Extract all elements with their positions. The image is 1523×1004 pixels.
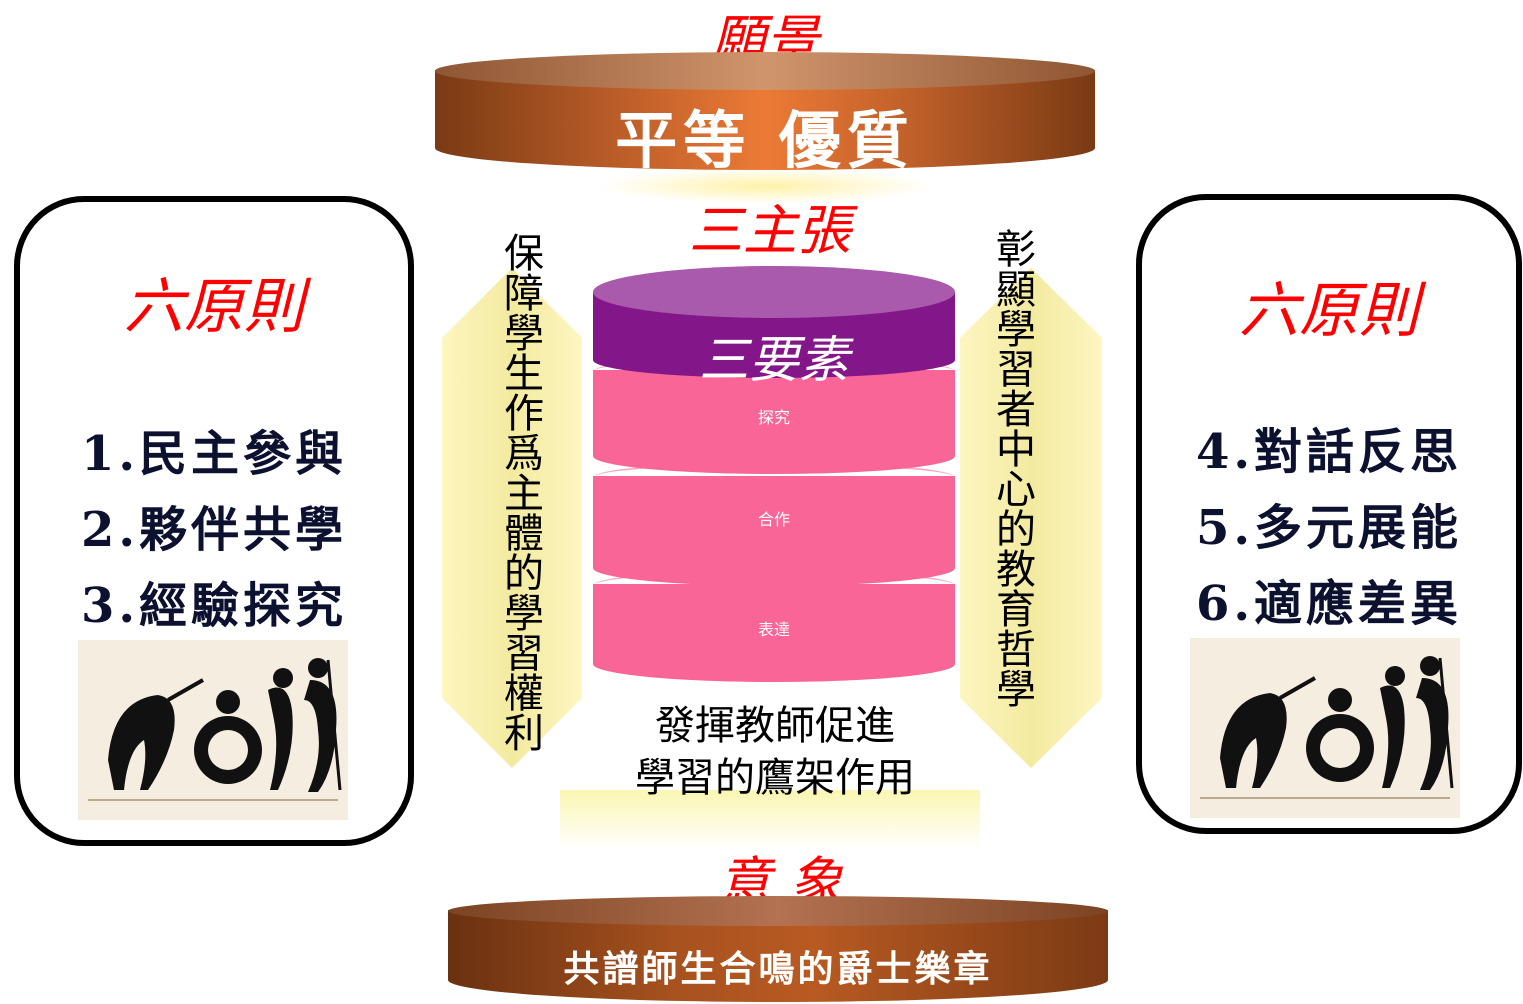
principles-left-box: 六原則 1.民主參與 2.夥伴共學 3.經驗探究 xyxy=(14,196,414,846)
left-hexagon-band xyxy=(442,268,582,768)
glow-bottom xyxy=(560,790,980,850)
principle-item: 6.適應差異 xyxy=(1195,576,1463,632)
image-cylinder: 共譜師生合鳴的爵士樂章 xyxy=(448,896,1108,1002)
element-label: 合作 xyxy=(757,510,790,529)
element-disk-express: 表達 xyxy=(593,570,955,682)
element-disk-inquire: 探究 xyxy=(593,356,955,474)
elements-title-disk: 三要素 xyxy=(593,266,955,389)
principles-left-list: 1.民主參與 2.夥伴共學 3.經驗探究 xyxy=(20,416,408,644)
scaffold-line-1: 發揮教師促進 xyxy=(655,703,895,749)
jazz-band-illustration xyxy=(78,640,348,820)
principles-right-list: 4.對話反思 5.多元展能 6.適應差異 xyxy=(1142,414,1516,642)
glow-top xyxy=(596,168,936,204)
principle-item: 5.多元展能 xyxy=(1195,500,1463,556)
principle-item: 2.夥伴共學 xyxy=(80,502,348,558)
scaffold-line-2: 學習的鷹架作用 xyxy=(635,755,915,801)
element-label: 表達 xyxy=(757,620,790,639)
element-disk-cooperate: 合作 xyxy=(593,462,955,586)
propositions-title: 三主張 xyxy=(689,199,851,262)
principles-right-box: 六原則 4.對話反思 5.多元展能 6.適應差異 xyxy=(1136,194,1522,834)
image-text: 共譜師生合鳴的爵士樂章 xyxy=(563,948,993,990)
elements-title: 三要素 xyxy=(699,331,849,389)
element-label: 探究 xyxy=(757,408,790,427)
principles-right-title: 六原則 xyxy=(1239,276,1419,346)
vision-cylinder: 平等 優質 xyxy=(435,52,1095,177)
vision-text: 平等 優質 xyxy=(615,104,915,177)
left-band-text: 保障學生作爲主體的學習權利 xyxy=(497,232,543,752)
principle-item: 1.民主參與 xyxy=(80,426,348,482)
principle-item: 4.對話反思 xyxy=(1195,424,1463,480)
right-band-text: 彰顯學習者中心的教育哲學 xyxy=(989,228,1035,708)
scaffold-text: 發揮教師促進 學習的鷹架作用 xyxy=(560,700,990,804)
jazz-band-illustration xyxy=(1190,638,1460,818)
right-hexagon-band xyxy=(960,268,1102,768)
principles-left-title: 六原則 xyxy=(124,272,304,342)
principle-item: 3.經驗探究 xyxy=(80,578,348,634)
